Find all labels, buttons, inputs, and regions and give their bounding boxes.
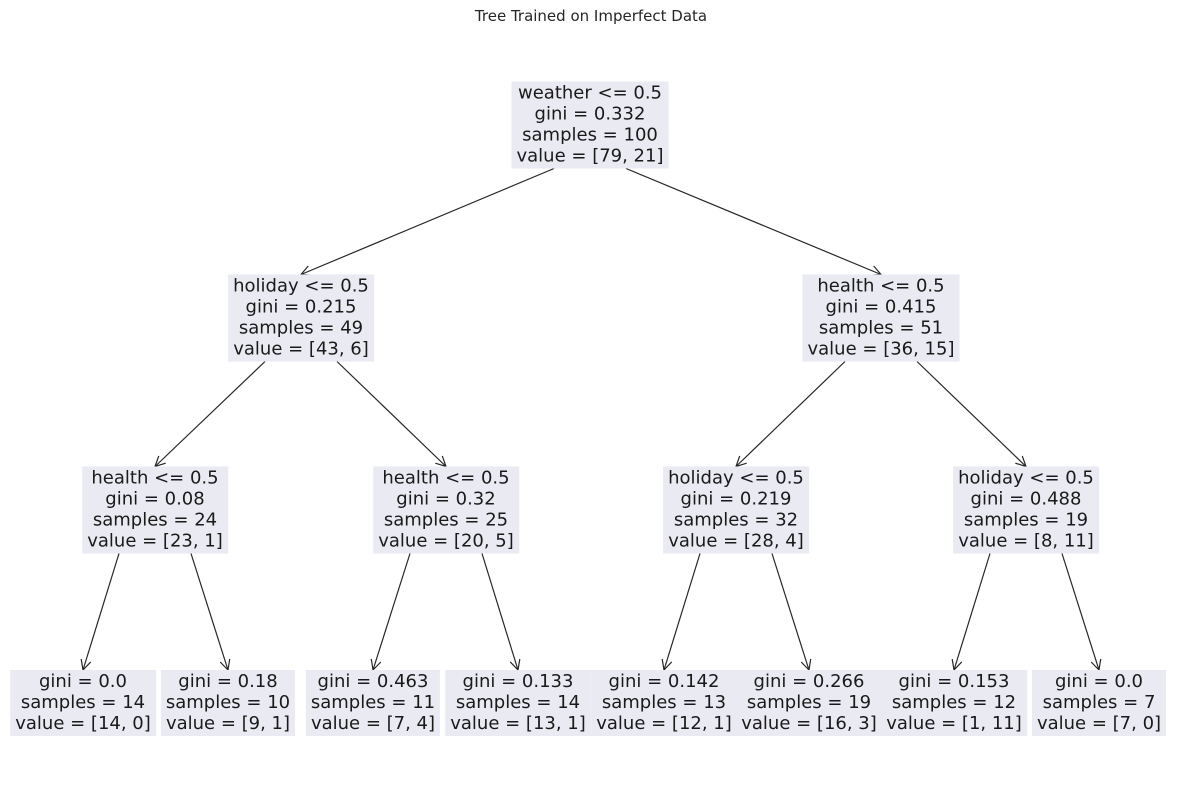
node-line: value = [79, 21] [516, 145, 664, 167]
node-line: gini = 0.463 [317, 671, 429, 692]
edge-r-rl [736, 361, 846, 467]
node-line: value = [14, 0] [15, 713, 151, 734]
node-line: weather <= 0.5 [518, 82, 662, 104]
edge-lr-lrl [373, 553, 411, 671]
edge-rl-rlr [771, 553, 809, 671]
node-line: samples = 19 [963, 509, 1089, 531]
node-line: health <= 0.5 [382, 467, 510, 489]
edge-l-lr [336, 361, 446, 467]
edge-rr-rrr [1061, 553, 1099, 671]
node-line: value = [7, 4] [310, 713, 436, 734]
edge-ll-lll [83, 553, 120, 671]
node-line: value = [9, 1] [165, 713, 291, 734]
edge-rl-rll [664, 553, 701, 671]
node-line: value = [1, 11] [886, 713, 1022, 734]
node-line: samples = 14 [455, 692, 581, 713]
edge-root-r [625, 167, 881, 275]
edge-l-ll [155, 361, 266, 467]
node-line: gini = 0.153 [898, 671, 1010, 692]
diagram-title: Tree Trained on Imperfect Data [474, 7, 708, 25]
node-line: value = [43, 6] [233, 338, 369, 360]
node-line: value = [20, 5] [378, 530, 514, 552]
node-line: holiday <= 0.5 [233, 275, 369, 297]
node-line: value = [7, 0] [1036, 713, 1162, 734]
node-line: samples = 25 [383, 509, 509, 531]
node-line: value = [28, 4] [668, 530, 804, 552]
node-line: samples = 49 [238, 317, 364, 339]
node-line: gini = 0.219 [680, 488, 792, 510]
node-line: value = [36, 15] [807, 338, 955, 360]
node-line: samples = 13 [601, 692, 727, 713]
edge-lr-lrr [481, 553, 518, 671]
node-line: samples = 51 [818, 317, 944, 339]
node-line: gini = 0.133 [462, 671, 574, 692]
node-line: value = [13, 1] [450, 713, 586, 734]
node-line: gini = 0.32 [396, 488, 496, 510]
node-line: samples = 100 [522, 124, 658, 146]
node-line: samples = 10 [165, 692, 291, 713]
node-line: value = [23, 1] [87, 530, 223, 552]
node-line: samples = 12 [891, 692, 1017, 713]
edge-r-rr [916, 361, 1026, 467]
node-line: samples = 14 [20, 692, 146, 713]
node-line: value = [8, 11] [958, 530, 1094, 552]
node-line: samples = 32 [673, 509, 799, 531]
edge-ll-llr [190, 553, 228, 671]
node-line: holiday <= 0.5 [668, 467, 804, 489]
edge-rr-rrl [954, 553, 991, 671]
node-line: gini = 0.142 [608, 671, 720, 692]
node-line: gini = 0.332 [534, 103, 646, 125]
node-line: samples = 7 [1042, 692, 1156, 713]
node-line: gini = 0.0 [1055, 671, 1143, 692]
node-line: value = [16, 3] [741, 713, 877, 734]
node-line: health <= 0.5 [817, 275, 945, 297]
node-line: gini = 0.215 [245, 296, 357, 318]
node-line: gini = 0.488 [970, 488, 1082, 510]
node-line: gini = 0.0 [38, 671, 127, 692]
node-line: samples = 24 [92, 509, 218, 531]
node-line: holiday <= 0.5 [958, 467, 1094, 489]
node-line: gini = 0.415 [825, 296, 937, 318]
node-line: gini = 0.08 [105, 488, 205, 510]
node-line: health <= 0.5 [91, 467, 219, 489]
node-line: gini = 0.18 [178, 671, 278, 692]
node-line: gini = 0.266 [753, 671, 865, 692]
node-line: samples = 19 [746, 692, 872, 713]
edge-root-l [301, 167, 555, 275]
node-line: value = [12, 1] [596, 713, 732, 734]
node-line: samples = 11 [310, 692, 436, 713]
